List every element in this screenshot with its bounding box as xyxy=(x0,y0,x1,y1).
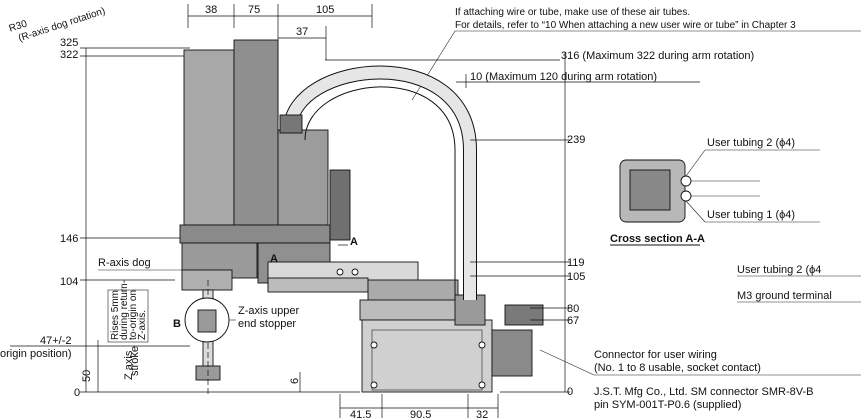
r-axis-dog-block xyxy=(181,269,233,291)
dim-top-75: 75 xyxy=(248,4,260,16)
motor-block xyxy=(329,169,351,241)
upper-housing-front xyxy=(233,39,279,226)
dim-left-104: 104 xyxy=(60,276,78,288)
upper-housing-right xyxy=(277,129,329,226)
dim-top-37: 37 xyxy=(296,26,308,38)
connector-note-3: J.S.T. Mfg Co., Ltd. SM connector SMR-8V… xyxy=(594,386,813,398)
section-a-label: A xyxy=(350,236,358,248)
rises-note: Rises 5mm during return- to-origin on Z-… xyxy=(107,280,149,343)
user-tubing-2b-label: User tubing 2 (ϕ4 xyxy=(737,264,821,276)
top-dimensions: 38 75 105 37 xyxy=(187,4,373,120)
right-dimensions: 239 119 105 80 67 0 xyxy=(470,52,585,398)
cross-section-title: Cross section A-A xyxy=(610,233,705,245)
r-axis-dog-label: R-axis dog xyxy=(98,257,151,269)
dim-right-239: 239 xyxy=(567,134,585,146)
dim-left-0: 0 xyxy=(74,387,80,399)
r30-label: R30 (R-axis dog rotation) xyxy=(8,6,107,44)
arm-link-lower xyxy=(267,277,369,293)
robot-body xyxy=(179,39,419,395)
z-stopper-line-1: Z-axis upper xyxy=(238,305,299,317)
dim-left-50: 50 xyxy=(81,370,93,382)
m3-ground-label: M3 ground terminal xyxy=(737,290,832,302)
dim-right-105: 105 xyxy=(567,271,585,283)
dim-left-146: 146 xyxy=(60,233,78,245)
dim-bottom-41-5: 41.5 xyxy=(350,409,371,419)
rises-line-1: Rises 5mm xyxy=(110,290,121,340)
base-top xyxy=(367,279,459,303)
detail-b: B Z-axis upper end stopper xyxy=(173,297,299,343)
z-axis-text: Z axis xyxy=(123,350,135,380)
section-markers: A A xyxy=(270,236,358,265)
connector-note-2: (No. 1 to 8 usable, socket contact) xyxy=(594,362,761,374)
connector-note-1: Connector for user wiring xyxy=(594,349,717,361)
dim-left-325: 325 xyxy=(60,37,78,49)
connector-note-4: pin SYM-001T-P0.6 (supplied) xyxy=(594,399,741,411)
user-wiring-connector xyxy=(491,329,533,377)
air-tube-note-2: For details, refer to “10 When attaching… xyxy=(455,20,796,31)
detail-b-label: B xyxy=(173,318,181,330)
cross-section-aa: User tubing 2 (ϕ4) User tubing 1 (ϕ4) Cr… xyxy=(610,137,820,246)
dim-left-322: 322 xyxy=(60,49,78,61)
dim-left-47: 47+/-2 xyxy=(40,335,72,347)
rises-line-3: to-origin on xyxy=(128,290,139,340)
user-tubing-2-label: User tubing 2 (ϕ4) xyxy=(707,137,795,149)
upper-housing xyxy=(183,49,235,226)
bottom-dimensions: 41.5 90.5 32 6 xyxy=(289,372,499,419)
dim-right-0: 0 xyxy=(567,386,573,398)
base-inner xyxy=(371,329,483,391)
dim-bottom-90-5: 90.5 xyxy=(410,409,431,419)
origin-position-text: origin position) xyxy=(0,348,72,360)
rises-line-2: during return- xyxy=(119,280,130,340)
left-dimensions: 325 322 146 104 47+/-2 origin position) … xyxy=(0,37,360,399)
dim-bottom-6: 6 xyxy=(289,378,301,384)
rises-line-4: Z-axis. xyxy=(137,310,148,340)
dim-right-119: 119 xyxy=(567,257,585,269)
dim-top-105: 105 xyxy=(316,4,334,16)
stroke-text: stroke xyxy=(129,346,141,376)
tube-fitting xyxy=(279,114,303,134)
dim-right-80: 80 xyxy=(567,303,579,315)
dim-right-67: 67 xyxy=(567,315,579,327)
air-tubes xyxy=(279,65,477,300)
base-body xyxy=(361,319,493,393)
user-tubing-1-label: User tubing 1 (ϕ4) xyxy=(707,209,795,221)
z-stopper-line-2: end stopper xyxy=(238,318,296,330)
dim-bottom-32: 32 xyxy=(476,409,488,419)
robot-base xyxy=(359,279,544,393)
max-10-note: 10 (Maximum 120 during arm rotation) xyxy=(470,71,657,83)
air-tube-note-1: If attaching wire or tube, make use of t… xyxy=(455,7,690,18)
arm-base-block xyxy=(179,224,331,244)
dim-top-38: 38 xyxy=(205,4,217,16)
max-316-note: 316 (Maximum 322 during arm rotation) xyxy=(561,50,754,62)
base-mid xyxy=(359,299,471,321)
section-a1-label: A xyxy=(270,253,278,265)
